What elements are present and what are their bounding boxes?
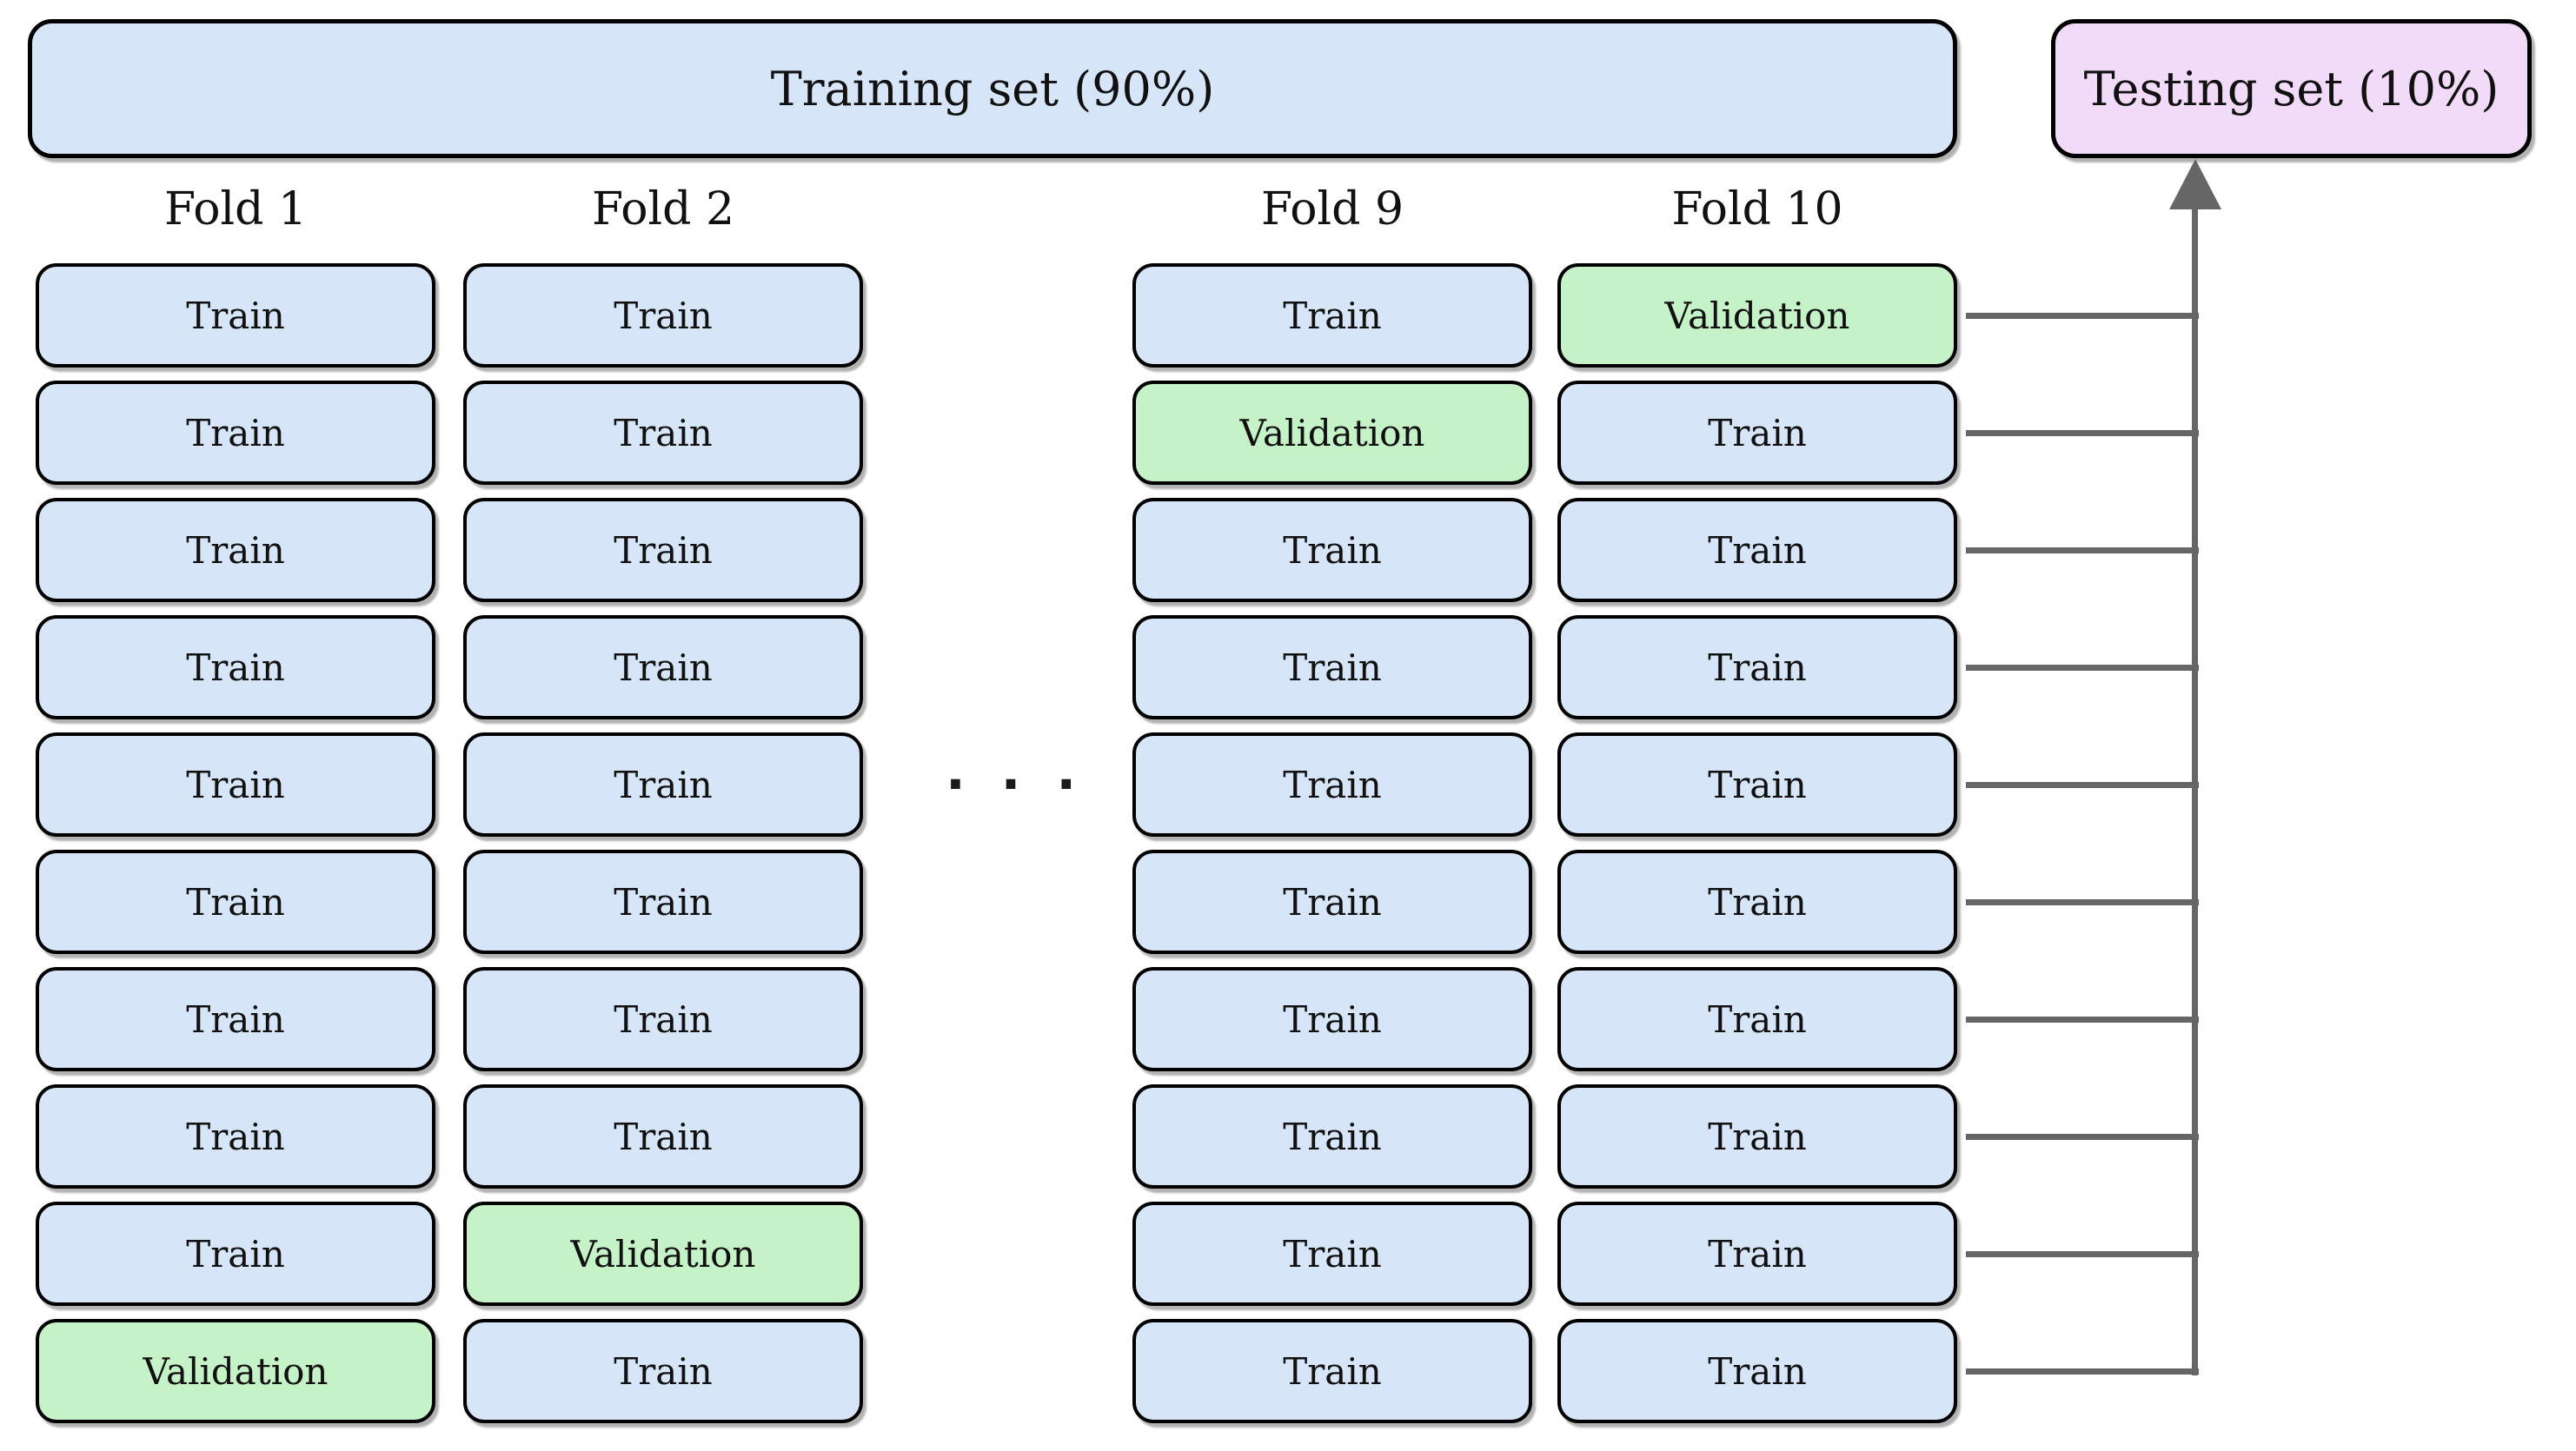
fold-1-header: Fold 1 [163,183,308,235]
fold-to-test-connector-line [1966,665,2199,671]
fold-to-test-connector-line [1966,1017,2199,1023]
train-cell: Train [36,1084,435,1189]
fold-2-header: Fold 2 [591,183,735,235]
train-cell: Train [1557,615,1957,719]
fold-10-header: Fold 10 [1671,183,1843,235]
validation-cell: Validation [36,1319,435,1423]
train-cell: Train [1557,1202,1957,1306]
train-cell: Train [1132,850,1532,954]
validation-cell: Validation [1132,381,1532,485]
training-set-box: Training set (90%) [28,19,1957,158]
train-cell: Train [36,732,435,837]
fold-9-header: Fold 9 [1260,183,1404,235]
train-cell: Train [36,263,435,368]
fold-to-test-connector-line [1966,1251,2199,1257]
ellipsis-dots: · · · [946,754,1086,815]
train-cell: Train [463,850,863,954]
fold-to-test-connector-line [1966,547,2199,553]
train-cell: Train [1132,1319,1532,1423]
train-cell: Train [1132,498,1532,602]
fold-to-test-connector-line [1966,1368,2199,1375]
testing-set-box: Testing set (10%) [2051,19,2532,158]
train-cell: Train [1132,1202,1532,1306]
train-cell: Train [1557,498,1957,602]
train-cell: Train [36,498,435,602]
train-cell: Train [463,1084,863,1189]
test-arrow-head-icon [2169,159,2221,209]
train-cell: Train [1132,615,1532,719]
train-cell: Train [1557,850,1957,954]
train-cell: Train [463,615,863,719]
train-cell: Train [463,263,863,368]
fold-to-test-connector-line [1966,782,2199,788]
train-cell: Train [463,732,863,837]
fold-to-test-connector-line [1966,430,2199,436]
validation-cell: Validation [463,1202,863,1306]
train-cell: Train [36,615,435,719]
train-cell: Train [1132,1084,1532,1189]
fold-to-test-connector-line [1966,313,2199,319]
train-cell: Train [1557,381,1957,485]
fold-to-test-connector-line [1966,1134,2199,1140]
train-cell: Train [36,967,435,1071]
fold-to-test-connector-line [1966,899,2199,905]
testing-set-label: Testing set (10%) [2083,61,2500,116]
train-cell: Train [463,498,863,602]
train-cell: Train [1557,967,1957,1071]
train-cell: Train [36,381,435,485]
validation-cell: Validation [1557,263,1957,368]
train-cell: Train [36,850,435,954]
train-cell: Train [36,1202,435,1306]
train-cell: Train [463,1319,863,1423]
train-cell: Train [1132,732,1532,837]
train-cell: Train [1557,1084,1957,1189]
train-cell: Train [1132,263,1532,368]
train-cell: Train [1557,732,1957,837]
train-cell: Train [463,967,863,1071]
test-arrow-line [2192,205,2198,1375]
train-cell: Train [463,381,863,485]
train-cell: Train [1132,967,1532,1071]
training-set-label: Training set (90%) [770,61,1215,116]
train-cell: Train [1557,1319,1957,1423]
